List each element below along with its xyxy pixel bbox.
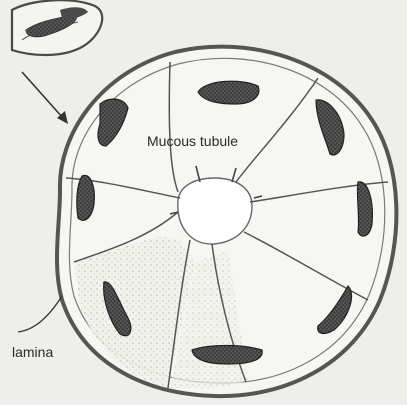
stippled-cells: [74, 236, 248, 389]
mucous-tubule-label: Mucous tubule: [147, 134, 238, 148]
lamina-leader-line: [18, 296, 62, 332]
lamina-label: lamina: [12, 345, 53, 359]
pointer-arrow: [22, 72, 68, 124]
adjacent-tubule: [12, 0, 102, 55]
nucleus-left: [77, 175, 95, 220]
